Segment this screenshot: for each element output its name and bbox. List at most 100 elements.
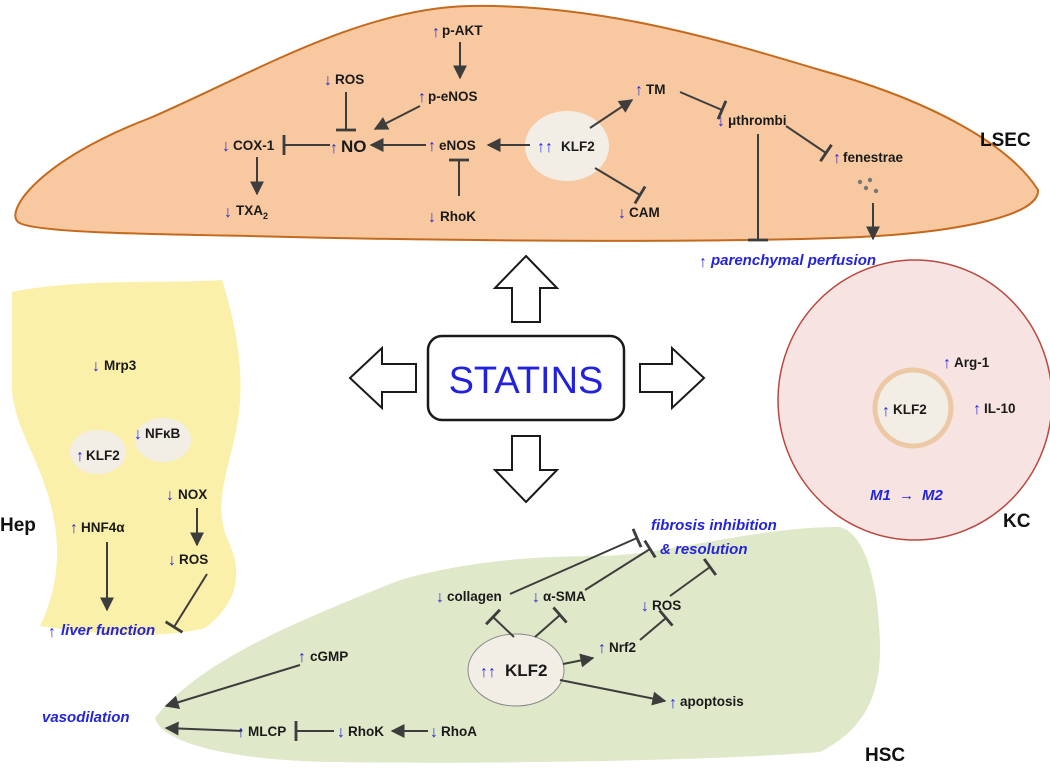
up-arrow: ↑ bbox=[70, 520, 78, 537]
hollow-arrow-down bbox=[492, 435, 560, 504]
fibrosis-label-line1: fibrosis inhibition bbox=[651, 517, 777, 534]
uthrombi-label: μthrombi bbox=[728, 113, 787, 128]
up-arrow: ↑ bbox=[48, 624, 56, 641]
up-arrow: ↑ bbox=[298, 649, 306, 666]
rhoa-label: RhoA bbox=[441, 724, 477, 739]
hsc-klf2-label: KLF2 bbox=[505, 661, 548, 680]
hsc-rhok-label: RhoK bbox=[348, 724, 384, 739]
cam-label: CAM bbox=[629, 205, 660, 220]
m2-label: M2 bbox=[922, 487, 943, 504]
down-arrow: ↓ bbox=[641, 598, 649, 615]
nfkb-label: NFκB bbox=[145, 426, 181, 441]
hollow-arrow-up bbox=[492, 254, 560, 323]
no-label: NO bbox=[341, 137, 367, 156]
hsc-nucleus bbox=[467, 633, 565, 707]
up-arrow: ↑↑ bbox=[537, 139, 553, 156]
liver-function-label: liver function bbox=[61, 622, 155, 639]
statins-label: STATINS bbox=[449, 360, 604, 402]
hsc-group: fibrosis inhibition & resolution ↓ colla… bbox=[42, 517, 905, 766]
down-arrow: ↓ bbox=[532, 589, 540, 606]
klf2-label: KLF2 bbox=[561, 139, 595, 154]
down-arrow: ↓ bbox=[92, 358, 100, 375]
up-arrow: ↑ bbox=[237, 724, 245, 741]
txa2-label: TXA2 bbox=[236, 203, 268, 221]
fenestrae-dot bbox=[867, 177, 873, 183]
hep-cell bbox=[11, 280, 241, 635]
fibrosis-label-line2: & resolution bbox=[660, 541, 748, 558]
vasodilation-label: vasodilation bbox=[42, 709, 130, 726]
up-arrow: ↑ bbox=[669, 695, 677, 712]
up-arrow: ↑ bbox=[833, 150, 841, 167]
down-arrow: ↓ bbox=[618, 205, 626, 222]
hep-cell-label: Hep bbox=[0, 515, 36, 536]
kc-klf2-label: KLF2 bbox=[893, 402, 927, 417]
hsc-ros-label: ROS bbox=[652, 598, 681, 613]
kc-group: ↑ KLF2 ↑ Arg-1 ↑ IL-10 M1 → M2 KC bbox=[870, 355, 1031, 532]
hep-klf2-label: KLF2 bbox=[86, 448, 120, 463]
down-arrow: ↓ bbox=[436, 589, 444, 606]
ros-label: ROS bbox=[335, 72, 364, 87]
hep-group: Hep ↓ Mrp3 ↑ KLF2 ↓ NFκB ↓ NOX ↑ HNF4α ↓… bbox=[0, 358, 208, 641]
kc-nucleus bbox=[872, 367, 954, 449]
m1-label: M1 bbox=[870, 487, 891, 504]
parenchymal-perfusion-label: parenchymal perfusion bbox=[710, 252, 876, 269]
apoptosis-label: apoptosis bbox=[680, 694, 744, 709]
asma-label: α-SMA bbox=[543, 589, 586, 604]
up-arrow: ↑ bbox=[418, 89, 426, 106]
p-akt-label: p-AKT bbox=[442, 23, 483, 38]
hnf4a-label: HNF4α bbox=[81, 520, 125, 535]
arg1-label: Arg-1 bbox=[954, 355, 990, 370]
statins-box[interactable] bbox=[426, 334, 626, 422]
fenestrae-dot bbox=[857, 179, 863, 185]
transition-arrow: → bbox=[899, 487, 914, 504]
tm-label: TM bbox=[646, 82, 666, 97]
lsec-cell bbox=[14, 4, 1040, 242]
il10-label: IL-10 bbox=[984, 401, 1016, 416]
hollow-arrow-right bbox=[639, 345, 706, 411]
collagen-label: collagen bbox=[447, 589, 502, 604]
hollow-arrow-left bbox=[348, 345, 417, 411]
nox-label: NOX bbox=[178, 487, 207, 502]
rhok-label: RhoK bbox=[440, 209, 476, 224]
cox1-label: COX-1 bbox=[233, 138, 275, 153]
up-arrow: ↑ bbox=[330, 140, 338, 157]
hep-nucleus-nfkb bbox=[135, 418, 191, 462]
kc-cell-label: KC bbox=[1003, 511, 1031, 532]
down-arrow: ↓ bbox=[324, 72, 332, 89]
down-arrow: ↓ bbox=[134, 426, 142, 443]
lsec-nucleus bbox=[525, 111, 609, 181]
down-arrow: ↓ bbox=[337, 724, 345, 741]
mrp3-label: Mrp3 bbox=[104, 358, 137, 373]
down-arrow: ↓ bbox=[428, 209, 436, 226]
up-arrow: ↑ bbox=[428, 138, 436, 155]
cgmp-label: cGMP bbox=[310, 649, 348, 664]
nrf2-label: Nrf2 bbox=[609, 640, 636, 655]
p-enos-label: p-eNOS bbox=[428, 89, 478, 104]
fenestrae-dot bbox=[863, 185, 869, 191]
down-arrow: ↓ bbox=[166, 487, 174, 504]
hsc-cell-label: HSC bbox=[865, 745, 905, 766]
down-arrow: ↓ bbox=[222, 138, 230, 155]
up-arrow: ↑ bbox=[882, 403, 890, 420]
up-arrow: ↑ bbox=[432, 24, 440, 41]
up-arrow: ↑ bbox=[76, 448, 84, 465]
enos-label: eNOS bbox=[439, 138, 476, 153]
up-arrow: ↑ bbox=[635, 82, 643, 99]
down-arrow: ↓ bbox=[717, 113, 725, 130]
lsec-cell-label: LSEC bbox=[980, 130, 1031, 151]
fenestrae-label: fenestrae bbox=[843, 150, 904, 165]
fenestrae-dot bbox=[873, 188, 879, 194]
up-arrow: ↑ bbox=[699, 254, 707, 271]
mlcp-label: MLCP bbox=[248, 724, 286, 739]
up-arrow: ↑ bbox=[973, 401, 981, 418]
down-arrow: ↓ bbox=[224, 204, 232, 221]
up-arrow: ↑ bbox=[943, 355, 951, 372]
hep-nucleus-klf2 bbox=[70, 430, 126, 474]
up-arrow: ↑↑ bbox=[480, 664, 496, 681]
hep-ros-label: ROS bbox=[179, 552, 208, 567]
down-arrow: ↓ bbox=[168, 552, 176, 569]
lsec-group: LSEC ↑ p-AKT ↓ ROS ↑ p-eNOS ↑ NO ↓ COX-1… bbox=[222, 23, 1031, 271]
down-arrow: ↓ bbox=[430, 724, 438, 741]
up-arrow: ↑ bbox=[598, 640, 606, 657]
